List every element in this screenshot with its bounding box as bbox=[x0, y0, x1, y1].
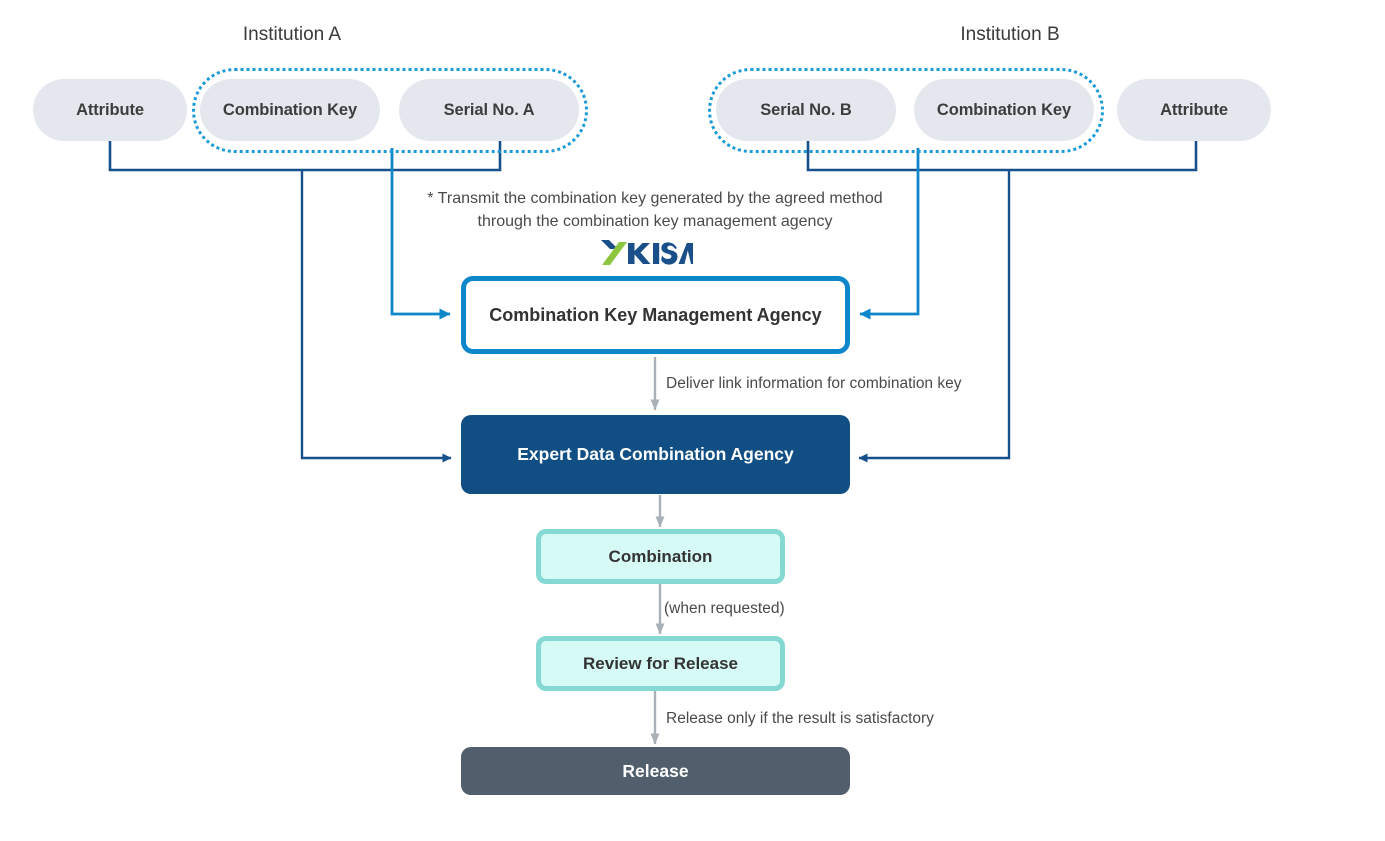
kisa-logo bbox=[598, 238, 693, 268]
edge-label-when-requested: (when requested) bbox=[664, 600, 785, 617]
pill-serial-no-a[interactable]: Serial No. A bbox=[399, 79, 579, 141]
institution-b-title: Institution B bbox=[960, 24, 1060, 45]
box-combination-key-management-agency[interactable]: Combination Key Management Agency bbox=[461, 276, 850, 354]
pill-combination-key-a[interactable]: Combination Key bbox=[200, 79, 380, 141]
institution-a-grouped-region bbox=[192, 68, 588, 153]
institution-a-title: Institution A bbox=[242, 24, 342, 45]
pill-attribute-b[interactable]: Attribute bbox=[1117, 79, 1271, 141]
institution-b-grouped-region bbox=[708, 68, 1104, 153]
pill-combination-key-b[interactable]: Combination Key bbox=[914, 79, 1094, 141]
box-combination[interactable]: Combination bbox=[536, 529, 785, 584]
box-expert-data-combination-agency[interactable]: Expert Data Combination Agency bbox=[461, 415, 850, 494]
transmit-note: * Transmit the combination key generated… bbox=[427, 190, 883, 231]
edge-label-release-if-satisfactory: Release only if the result is satisfacto… bbox=[666, 710, 934, 727]
pill-serial-no-b[interactable]: Serial No. B bbox=[716, 79, 896, 141]
pill-attribute-a[interactable]: Attribute bbox=[33, 79, 187, 141]
box-review-for-release[interactable]: Review for Release bbox=[536, 636, 785, 691]
edge-label-deliver-link: Deliver link information for combination… bbox=[666, 375, 962, 392]
box-release[interactable]: Release bbox=[461, 747, 850, 795]
